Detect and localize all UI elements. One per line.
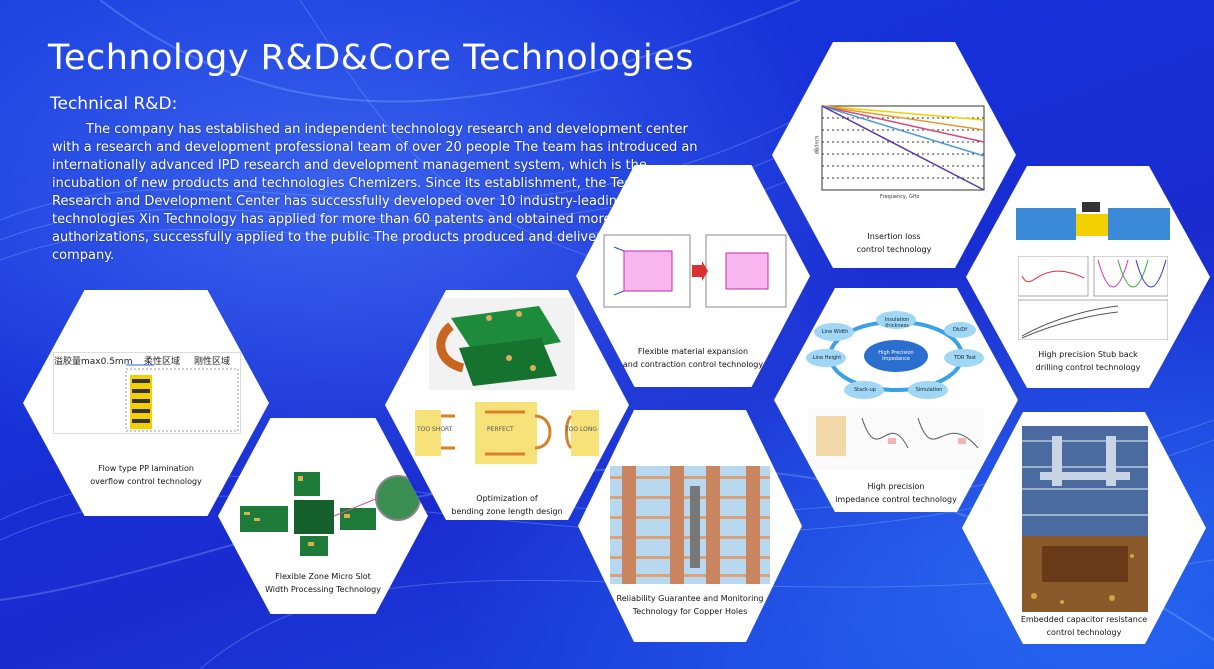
tile-caption: High precision impedance control technol… bbox=[774, 480, 1018, 506]
caption-line: Technology for Copper Holes bbox=[632, 607, 748, 616]
caption-line: control technology bbox=[1046, 628, 1122, 637]
too-long-label: TOO LONG bbox=[565, 426, 598, 433]
caption-line: impedance control technology bbox=[835, 495, 957, 504]
overflow-label: 溢胶量max0.5mm bbox=[54, 357, 133, 367]
insertion-loss-chart: dB/Inch Frequency, GHz bbox=[810, 102, 990, 202]
tile-bending-zone[interactable]: TOO SHORT PERFECT TOO LONG Optimization … bbox=[385, 290, 629, 520]
caption-line: control technology bbox=[856, 245, 932, 254]
caption-line: and contraction control technology bbox=[622, 360, 764, 369]
copper-hole-cross-section bbox=[610, 466, 770, 584]
caption-line: High precision bbox=[867, 482, 925, 491]
tile-expansion-contraction[interactable]: Flexible material expansion and contract… bbox=[576, 165, 810, 387]
tile-caption: Embedded capacitor resistance control te… bbox=[962, 613, 1206, 639]
caption-line: Width Processing Technology bbox=[265, 585, 381, 594]
impedance-center-label: High Precision Impedance bbox=[878, 350, 914, 362]
tile-caption: Reliability Guarantee and Monitoring Tec… bbox=[578, 592, 802, 618]
impedance-cycle-diagram: High Precision Impedance Insulation thic… bbox=[804, 308, 988, 400]
node-dk-df: Dk/Df bbox=[952, 327, 968, 333]
expansion-diagram bbox=[600, 231, 790, 311]
tile-insertion-loss[interactable]: dB/Inch Frequency, GHz Insertion loss co… bbox=[772, 42, 1016, 268]
caption-line: Flexible material expansion bbox=[637, 347, 749, 356]
page-title: Technology R&D&Core Technologies bbox=[48, 38, 694, 78]
node-simulation: Simulation bbox=[915, 387, 943, 393]
tile-caption: Flow type PP lamination overflow control… bbox=[23, 462, 269, 488]
tile-caption: Flexible material expansion and contract… bbox=[576, 345, 810, 371]
tile-impedance[interactable]: High Precision Impedance Insulation thic… bbox=[774, 288, 1018, 512]
stub-charts bbox=[1018, 256, 1168, 340]
caption-line: bending zone length design bbox=[451, 507, 563, 516]
node-stack-up: Stack-up bbox=[854, 387, 876, 393]
caption-line: High precision Stub back bbox=[1038, 350, 1138, 359]
caption-line: Optimization of bbox=[476, 494, 538, 503]
capacitor-micrograph bbox=[1022, 426, 1148, 612]
node-line-width: Line Width bbox=[821, 329, 849, 335]
flex-zone-label: 柔性区域 bbox=[144, 357, 181, 367]
intro-paragraph: The company has established an independe… bbox=[52, 122, 698, 263]
tile-caption: Flexible Zone Micro Slot Width Processin… bbox=[218, 570, 428, 596]
pp-lamination-diagram: 溢胶量max0.5mm 柔性区域 刚性区域 bbox=[53, 352, 241, 434]
rigid-zone-label: 刚性区域 bbox=[194, 357, 231, 367]
tile-caption: Optimization of bending zone length desi… bbox=[385, 492, 629, 518]
node-tdr-test: TDR Test bbox=[954, 355, 976, 361]
caption-line: Embedded capacitor resistance bbox=[1020, 615, 1148, 624]
pcb-cross-photo bbox=[228, 468, 422, 558]
caption-line: Reliability Guarantee and Monitoring bbox=[616, 594, 764, 603]
caption-line: Flow type PP lamination bbox=[98, 464, 194, 473]
tile-copper-holes[interactable]: Reliability Guarantee and Monitoring Tec… bbox=[578, 410, 802, 642]
tile-flow-pp-lamination[interactable]: 溢胶量max0.5mm 柔性区域 刚性区域 Flow type PP lamin… bbox=[23, 290, 269, 516]
tile-micro-slot[interactable]: Flexible Zone Micro Slot Width Processin… bbox=[218, 418, 428, 614]
bend-length-diagram: TOO SHORT PERFECT TOO LONG bbox=[415, 402, 601, 464]
node-line-height: Line Height bbox=[812, 355, 842, 361]
chart-y-label: dB/Inch bbox=[814, 135, 821, 155]
tile-caption: Insertion loss control technology bbox=[772, 230, 1016, 256]
too-short-label: TOO SHORT bbox=[417, 426, 453, 433]
flex-board-photo bbox=[429, 298, 575, 390]
perfect-label: PERFECT bbox=[487, 426, 514, 433]
node-insulation: Insulation thickness bbox=[884, 317, 910, 329]
impedance-waveforms bbox=[808, 408, 984, 470]
back-drill-cross-section bbox=[1012, 196, 1172, 248]
tile-embedded-capacitor[interactable]: Embedded capacitor resistance control te… bbox=[962, 412, 1206, 644]
caption-line: overflow control technology bbox=[90, 477, 202, 486]
chart-x-label: Frequency, GHz bbox=[880, 194, 920, 200]
caption-line: drilling control technology bbox=[1035, 363, 1141, 372]
section-subtitle: Technical R&D: bbox=[50, 94, 178, 114]
tile-caption: High precision Stub back drilling contro… bbox=[966, 348, 1210, 374]
tile-stub-back-drilling[interactable]: High precision Stub back drilling contro… bbox=[966, 166, 1210, 388]
caption-line: Flexible Zone Micro Slot bbox=[275, 572, 371, 581]
caption-line: Insertion loss bbox=[867, 232, 921, 241]
